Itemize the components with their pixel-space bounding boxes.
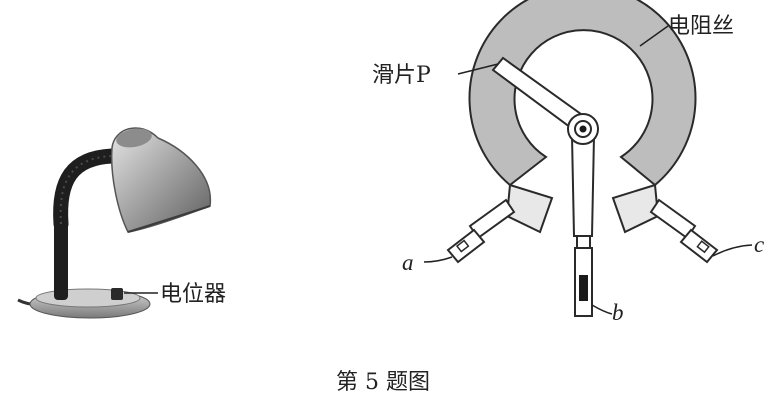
lamp-shade-top xyxy=(116,128,152,148)
terminal-c-arm xyxy=(611,183,719,264)
terminal-c-leader xyxy=(712,244,753,257)
terminal-b-contact xyxy=(579,275,588,301)
slider-label: 滑片P xyxy=(372,63,431,88)
lamp-stem xyxy=(54,220,68,300)
lamp-gooseneck xyxy=(53,148,120,232)
terminal-b-leader xyxy=(591,304,613,315)
potentiometer-diagram xyxy=(446,0,719,317)
potentiometer-knob xyxy=(111,288,123,300)
terminal-b-arm xyxy=(570,135,596,317)
terminal-a-arm xyxy=(446,183,554,264)
terminal-a-leader xyxy=(423,256,453,263)
slider-leader xyxy=(457,63,499,75)
wire-label: 电阻丝 xyxy=(668,14,734,39)
wire-leader xyxy=(639,25,669,47)
terminal-b-label: b xyxy=(612,300,624,325)
resistance-wire xyxy=(468,0,697,187)
figure-caption: 第 5 题图 xyxy=(336,370,430,395)
potentiometer-label: 电位器 xyxy=(160,282,226,307)
desk-lamp-image xyxy=(17,127,212,319)
lamp-base-top xyxy=(35,288,141,308)
terminal-a-label: a xyxy=(402,250,414,275)
terminal-c-label: c xyxy=(754,232,764,257)
